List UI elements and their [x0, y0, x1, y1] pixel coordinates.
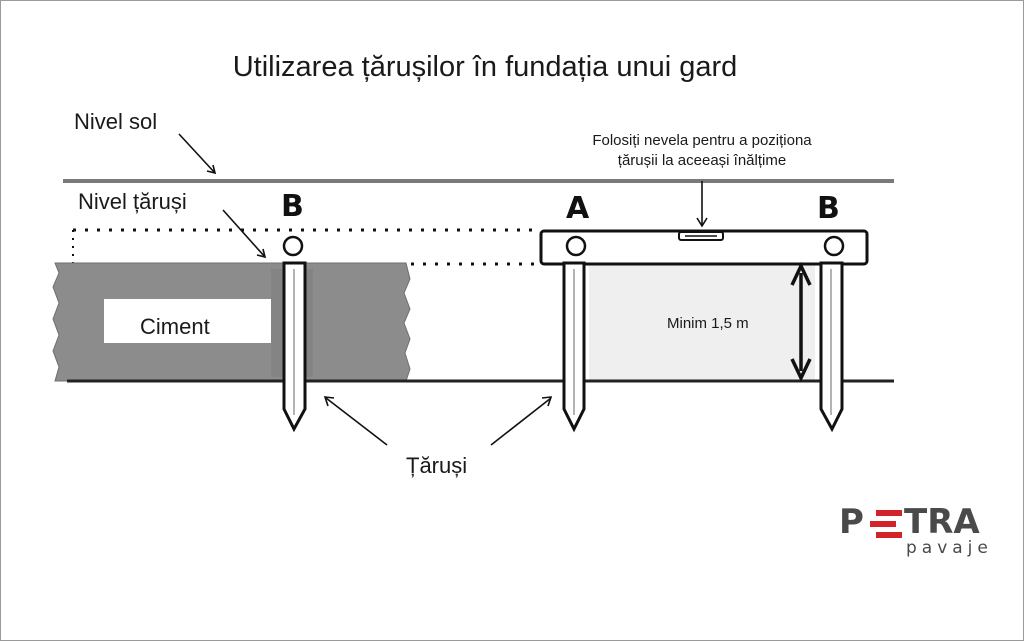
stake-letter-right: B: [817, 191, 840, 226]
stakes-arrow-right: [490, 397, 552, 446]
stake-level-label: Nivel țăruși: [78, 189, 187, 214]
ground-level-arrow: [178, 133, 216, 174]
stakes-label: Țăruși: [406, 453, 468, 478]
trench-area: [589, 265, 815, 381]
logo-mark: [870, 510, 902, 538]
stake-middle-hole: [565, 235, 587, 257]
level-note-arrow-head: [696, 217, 708, 228]
cement-label: Ciment: [140, 314, 210, 339]
min-depth-label: Minim 1,5 m: [667, 315, 749, 332]
depth-arrow-head-top: [790, 261, 812, 286]
stakes-arrow-left-head: [323, 396, 335, 407]
stake-letter-left: B: [281, 189, 304, 224]
logo-subtitle: pavaje: [906, 538, 993, 558]
stake-letter-middle: A: [566, 191, 590, 226]
stake-level-arrow-head: [256, 248, 267, 259]
stakes-arrow-right-head: [541, 396, 553, 407]
stake-left-hole: [282, 235, 304, 257]
logo-text-end: TRA: [904, 502, 980, 542]
stakes-arrow-left: [325, 397, 388, 446]
diagram-title: Utilizarea țărușilor în fundația unui ga…: [232, 51, 738, 83]
level-note-line-1: Folosiți nevela pentru a poziționa: [592, 132, 812, 149]
cement-label-box: [104, 299, 271, 343]
level-note-line-2: țărușii la aceeași înălțime: [617, 152, 787, 169]
logo-text-start: P: [839, 502, 864, 542]
level-note: Folosiți nevela pentru a poziționa țăruș…: [549, 131, 855, 171]
ground-level-arrow-head: [206, 164, 217, 175]
depth-arrow-head-bottom: [790, 358, 812, 383]
stake-right-hole: [823, 235, 845, 257]
stake-level-arrow: [222, 209, 266, 258]
ground-level-label: Nivel sol: [74, 109, 158, 134]
